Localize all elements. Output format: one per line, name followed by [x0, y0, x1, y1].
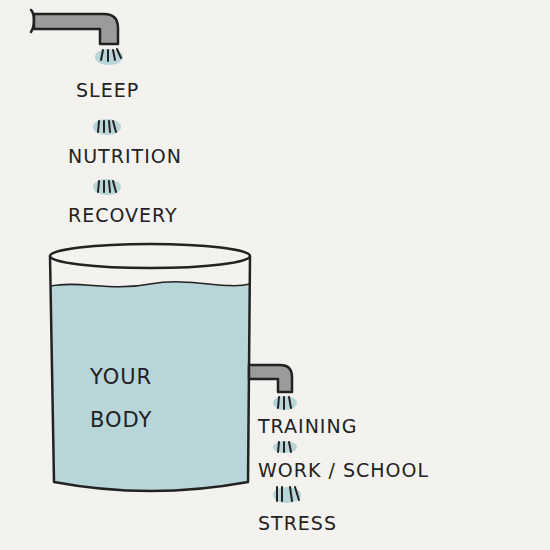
input-label: SLEEP — [76, 78, 139, 102]
drain-label: WORK / SCHOOL — [258, 458, 429, 482]
drain-label: STRESS — [258, 511, 337, 535]
glass-body: YOUR BODY — [50, 244, 250, 494]
drain-label: TRAINING — [258, 414, 357, 438]
input-label: NUTRITION — [68, 144, 182, 168]
body-label: YOUR BODY — [90, 356, 200, 442]
input-label: RECOVERY — [68, 203, 178, 227]
